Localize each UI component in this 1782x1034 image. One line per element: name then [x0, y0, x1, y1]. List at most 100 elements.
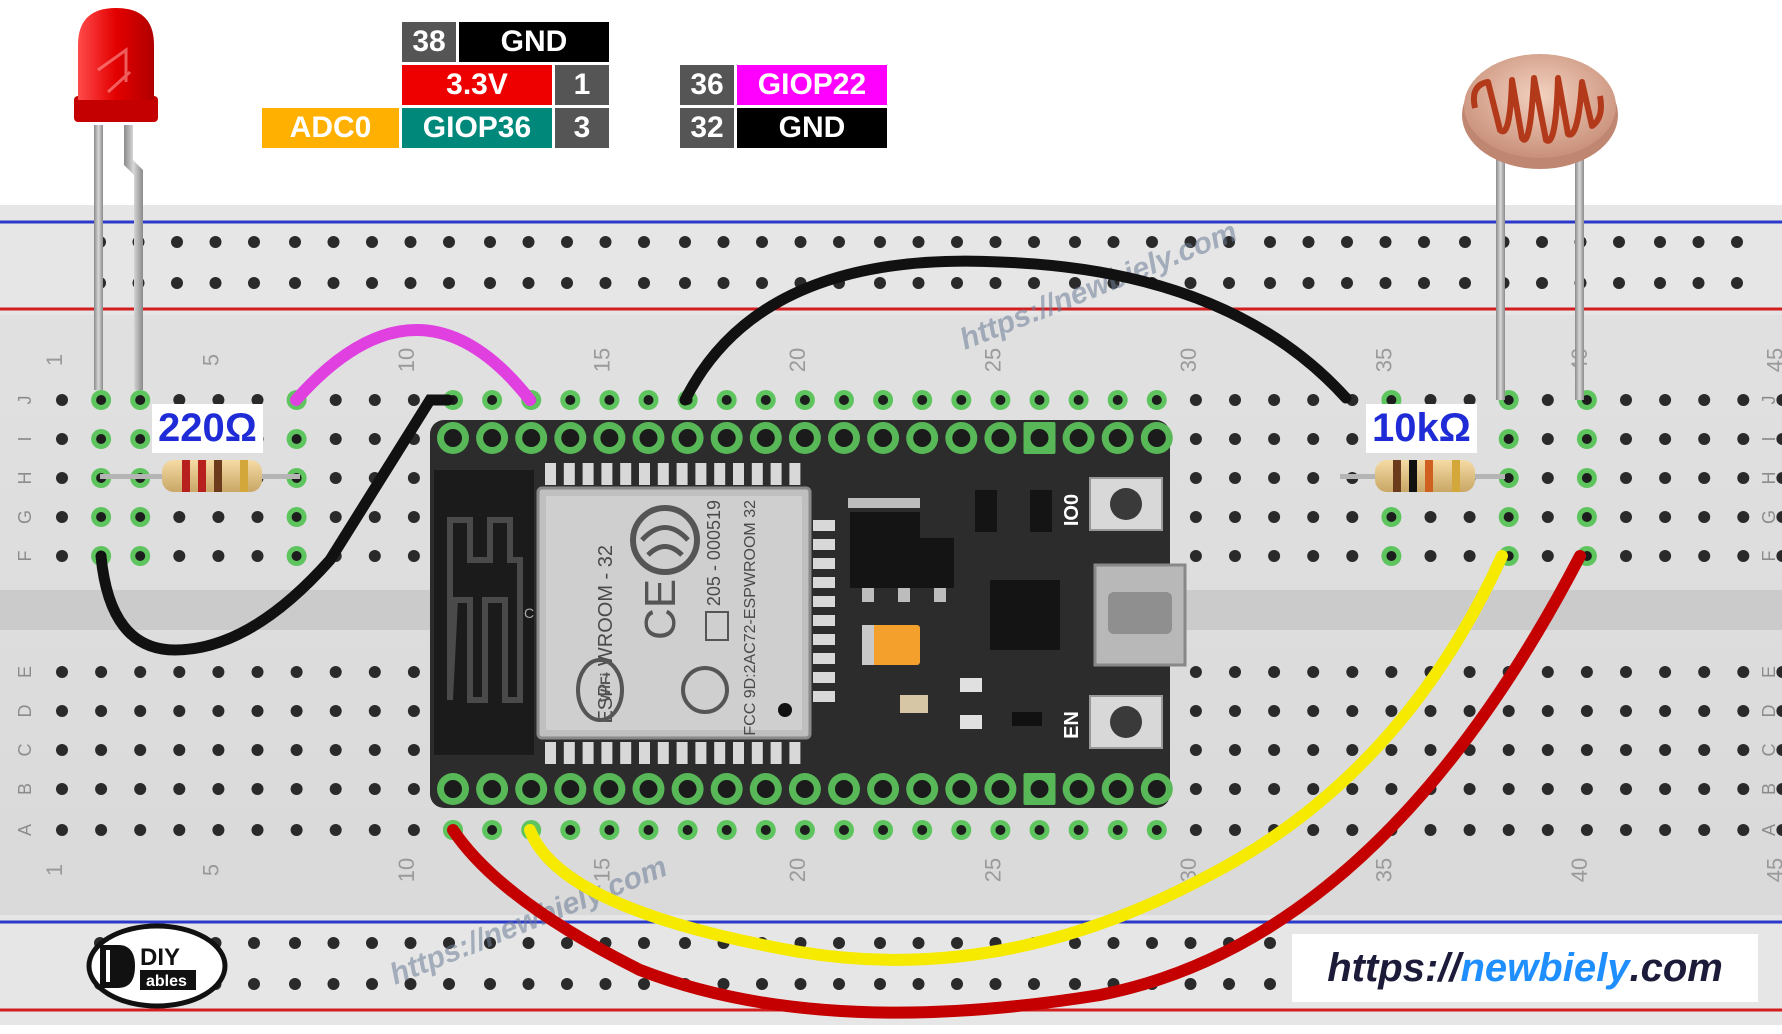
hole	[1776, 511, 1782, 523]
esp-pin-hole	[756, 429, 775, 447]
column-number: 25	[980, 348, 1005, 372]
rail-hole	[289, 937, 301, 949]
hole	[290, 824, 303, 836]
row-letter: F	[1759, 551, 1779, 562]
rail-hole	[1146, 937, 1158, 949]
rail-hole	[1379, 277, 1392, 289]
hole	[212, 550, 225, 562]
ce-mark: CE	[636, 579, 685, 640]
pin-number-3: 3	[555, 108, 609, 148]
hole	[368, 511, 381, 523]
esp-pin-hole	[874, 429, 893, 447]
esp-pin-hole	[444, 429, 462, 447]
module-cert-text: 205 - 000519	[704, 500, 724, 606]
row-letter: C	[15, 744, 35, 757]
hole	[1229, 824, 1241, 836]
rail-hole	[599, 978, 612, 990]
active-hole-core	[1073, 825, 1084, 835]
rail-hole	[1184, 937, 1197, 949]
hole	[56, 744, 68, 756]
hole	[1541, 472, 1554, 484]
rail-hole	[1731, 277, 1743, 289]
castellation	[582, 742, 594, 764]
resistor-10k-ohm	[1340, 460, 1505, 492]
en-label: EN	[1061, 711, 1083, 739]
active-hole-core	[1034, 825, 1045, 835]
rail-hole	[484, 937, 496, 949]
rail-hole	[561, 937, 573, 949]
wire-black-gnd-arc	[679, 255, 1352, 406]
hole	[1189, 394, 1202, 406]
rail-hole	[1302, 277, 1315, 289]
column-number: 45	[1762, 348, 1782, 372]
rail-hole	[638, 937, 650, 949]
hole	[1620, 705, 1632, 717]
active-hole-core	[956, 395, 967, 405]
rail-hole	[366, 978, 378, 990]
row-letter: H	[1759, 472, 1779, 485]
hole	[1385, 666, 1398, 678]
row-letter: B	[15, 783, 35, 795]
castellation	[813, 558, 835, 569]
hole	[1776, 550, 1782, 562]
rail-hole	[912, 277, 925, 289]
pin-label-giop22: GIOP22	[737, 65, 887, 105]
active-hole-core	[721, 395, 732, 405]
rail-hole	[1146, 236, 1158, 248]
hole	[251, 705, 264, 717]
module-castellations	[545, 463, 835, 764]
active-hole-core	[917, 395, 928, 405]
rail-hole	[289, 978, 301, 990]
rail-hole	[1264, 277, 1276, 289]
rail-hole	[1223, 236, 1235, 248]
column-number: 10	[394, 348, 419, 372]
hole	[407, 550, 420, 562]
rail-hole	[1184, 978, 1197, 990]
hole	[1776, 824, 1782, 836]
column-number: 35	[1371, 858, 1396, 882]
rail-hole	[1069, 236, 1081, 248]
espressif-logo-icon	[630, 505, 700, 575]
active-hole-core	[96, 512, 107, 522]
hole	[329, 783, 342, 795]
rail-hole	[248, 277, 260, 289]
row-letter: H	[15, 472, 35, 485]
hole	[1346, 744, 1359, 756]
esp-pin-hole	[952, 429, 971, 447]
hole	[1698, 472, 1711, 484]
row-letter: J	[1759, 396, 1779, 405]
hole	[173, 511, 186, 523]
hole	[1346, 433, 1359, 445]
rail-hole	[327, 937, 340, 949]
io0-label: IO0	[1061, 494, 1083, 526]
row-letter: G	[1759, 510, 1779, 524]
active-hole-core	[1581, 395, 1592, 405]
hole	[1698, 783, 1711, 795]
logo-line1: DIY	[140, 944, 180, 971]
column-number: 30	[1176, 348, 1201, 372]
io0-button	[1089, 477, 1163, 531]
hole	[212, 394, 225, 406]
active-hole-core	[604, 395, 615, 405]
pin-number-38: 38	[402, 22, 456, 62]
castellation	[639, 742, 650, 764]
hole	[1346, 705, 1359, 717]
row-letter: A	[1759, 824, 1779, 836]
rail-hole	[989, 236, 1002, 248]
hole	[1268, 433, 1281, 445]
hole	[251, 666, 264, 678]
hole	[368, 824, 381, 836]
rail-hole	[366, 937, 378, 949]
hole	[1502, 744, 1515, 756]
rail-hole	[951, 236, 963, 248]
active-hole-core	[682, 825, 693, 835]
column-number: 1	[42, 864, 67, 876]
hole	[1229, 705, 1241, 717]
esp32-header-pins	[437, 422, 1173, 805]
hole	[1424, 705, 1437, 717]
pin-label-3v3: 3.3V	[402, 65, 552, 105]
active-hole-core	[487, 395, 498, 405]
rail-hole	[1654, 236, 1666, 248]
hole	[1307, 433, 1320, 445]
